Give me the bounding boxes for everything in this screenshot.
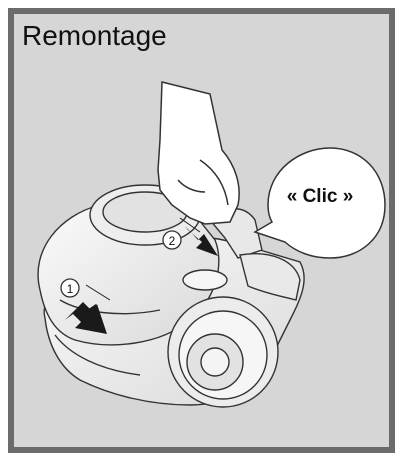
click-callout: « Clic » bbox=[277, 186, 363, 208]
vacuum-body bbox=[38, 185, 304, 407]
hand bbox=[158, 82, 239, 224]
step-1-label: 1 bbox=[67, 282, 74, 296]
step-2-label: 2 bbox=[169, 234, 176, 248]
